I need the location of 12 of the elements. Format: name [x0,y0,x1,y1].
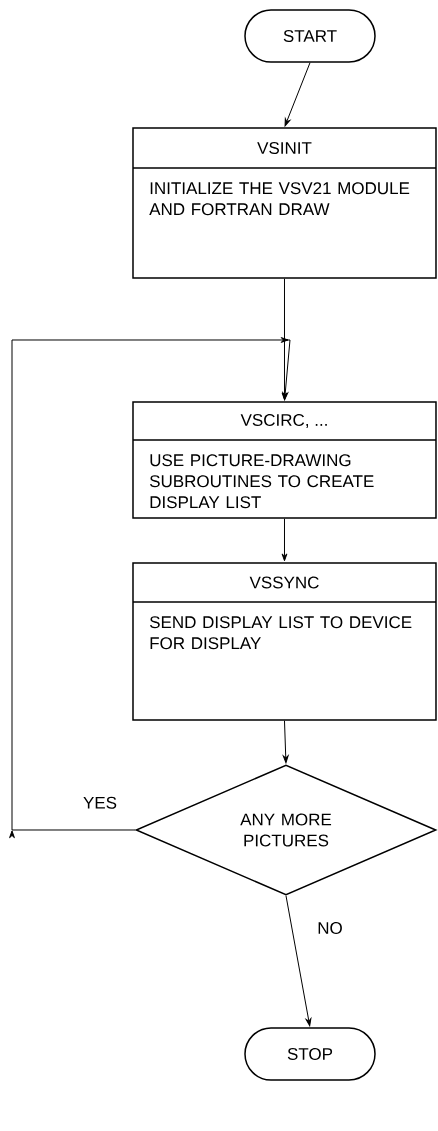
arrow [285,895,312,1027]
arrow [9,337,291,839]
process-box: VSCIRC, ... USE PICTURE-DRAWING SUBROUTINES TO CREATE DISPLAY LIST [132,401,437,519]
edge-label: NO [318,921,342,934]
terminal-box: STOP [244,1027,376,1081]
process-box: VSSYNC SEND DISPLAY LIST TO DEVICE FOR DISPLAY [132,562,437,721]
process-box: VSINIT INITIALIZE THE VSV21 MODULE AND FORTRAN DRAW [132,127,437,279]
arrow [282,720,289,764]
arrow [284,62,311,127]
terminal-box: START [244,9,376,63]
arrow [281,518,288,562]
edge-label: YES [83,796,117,809]
